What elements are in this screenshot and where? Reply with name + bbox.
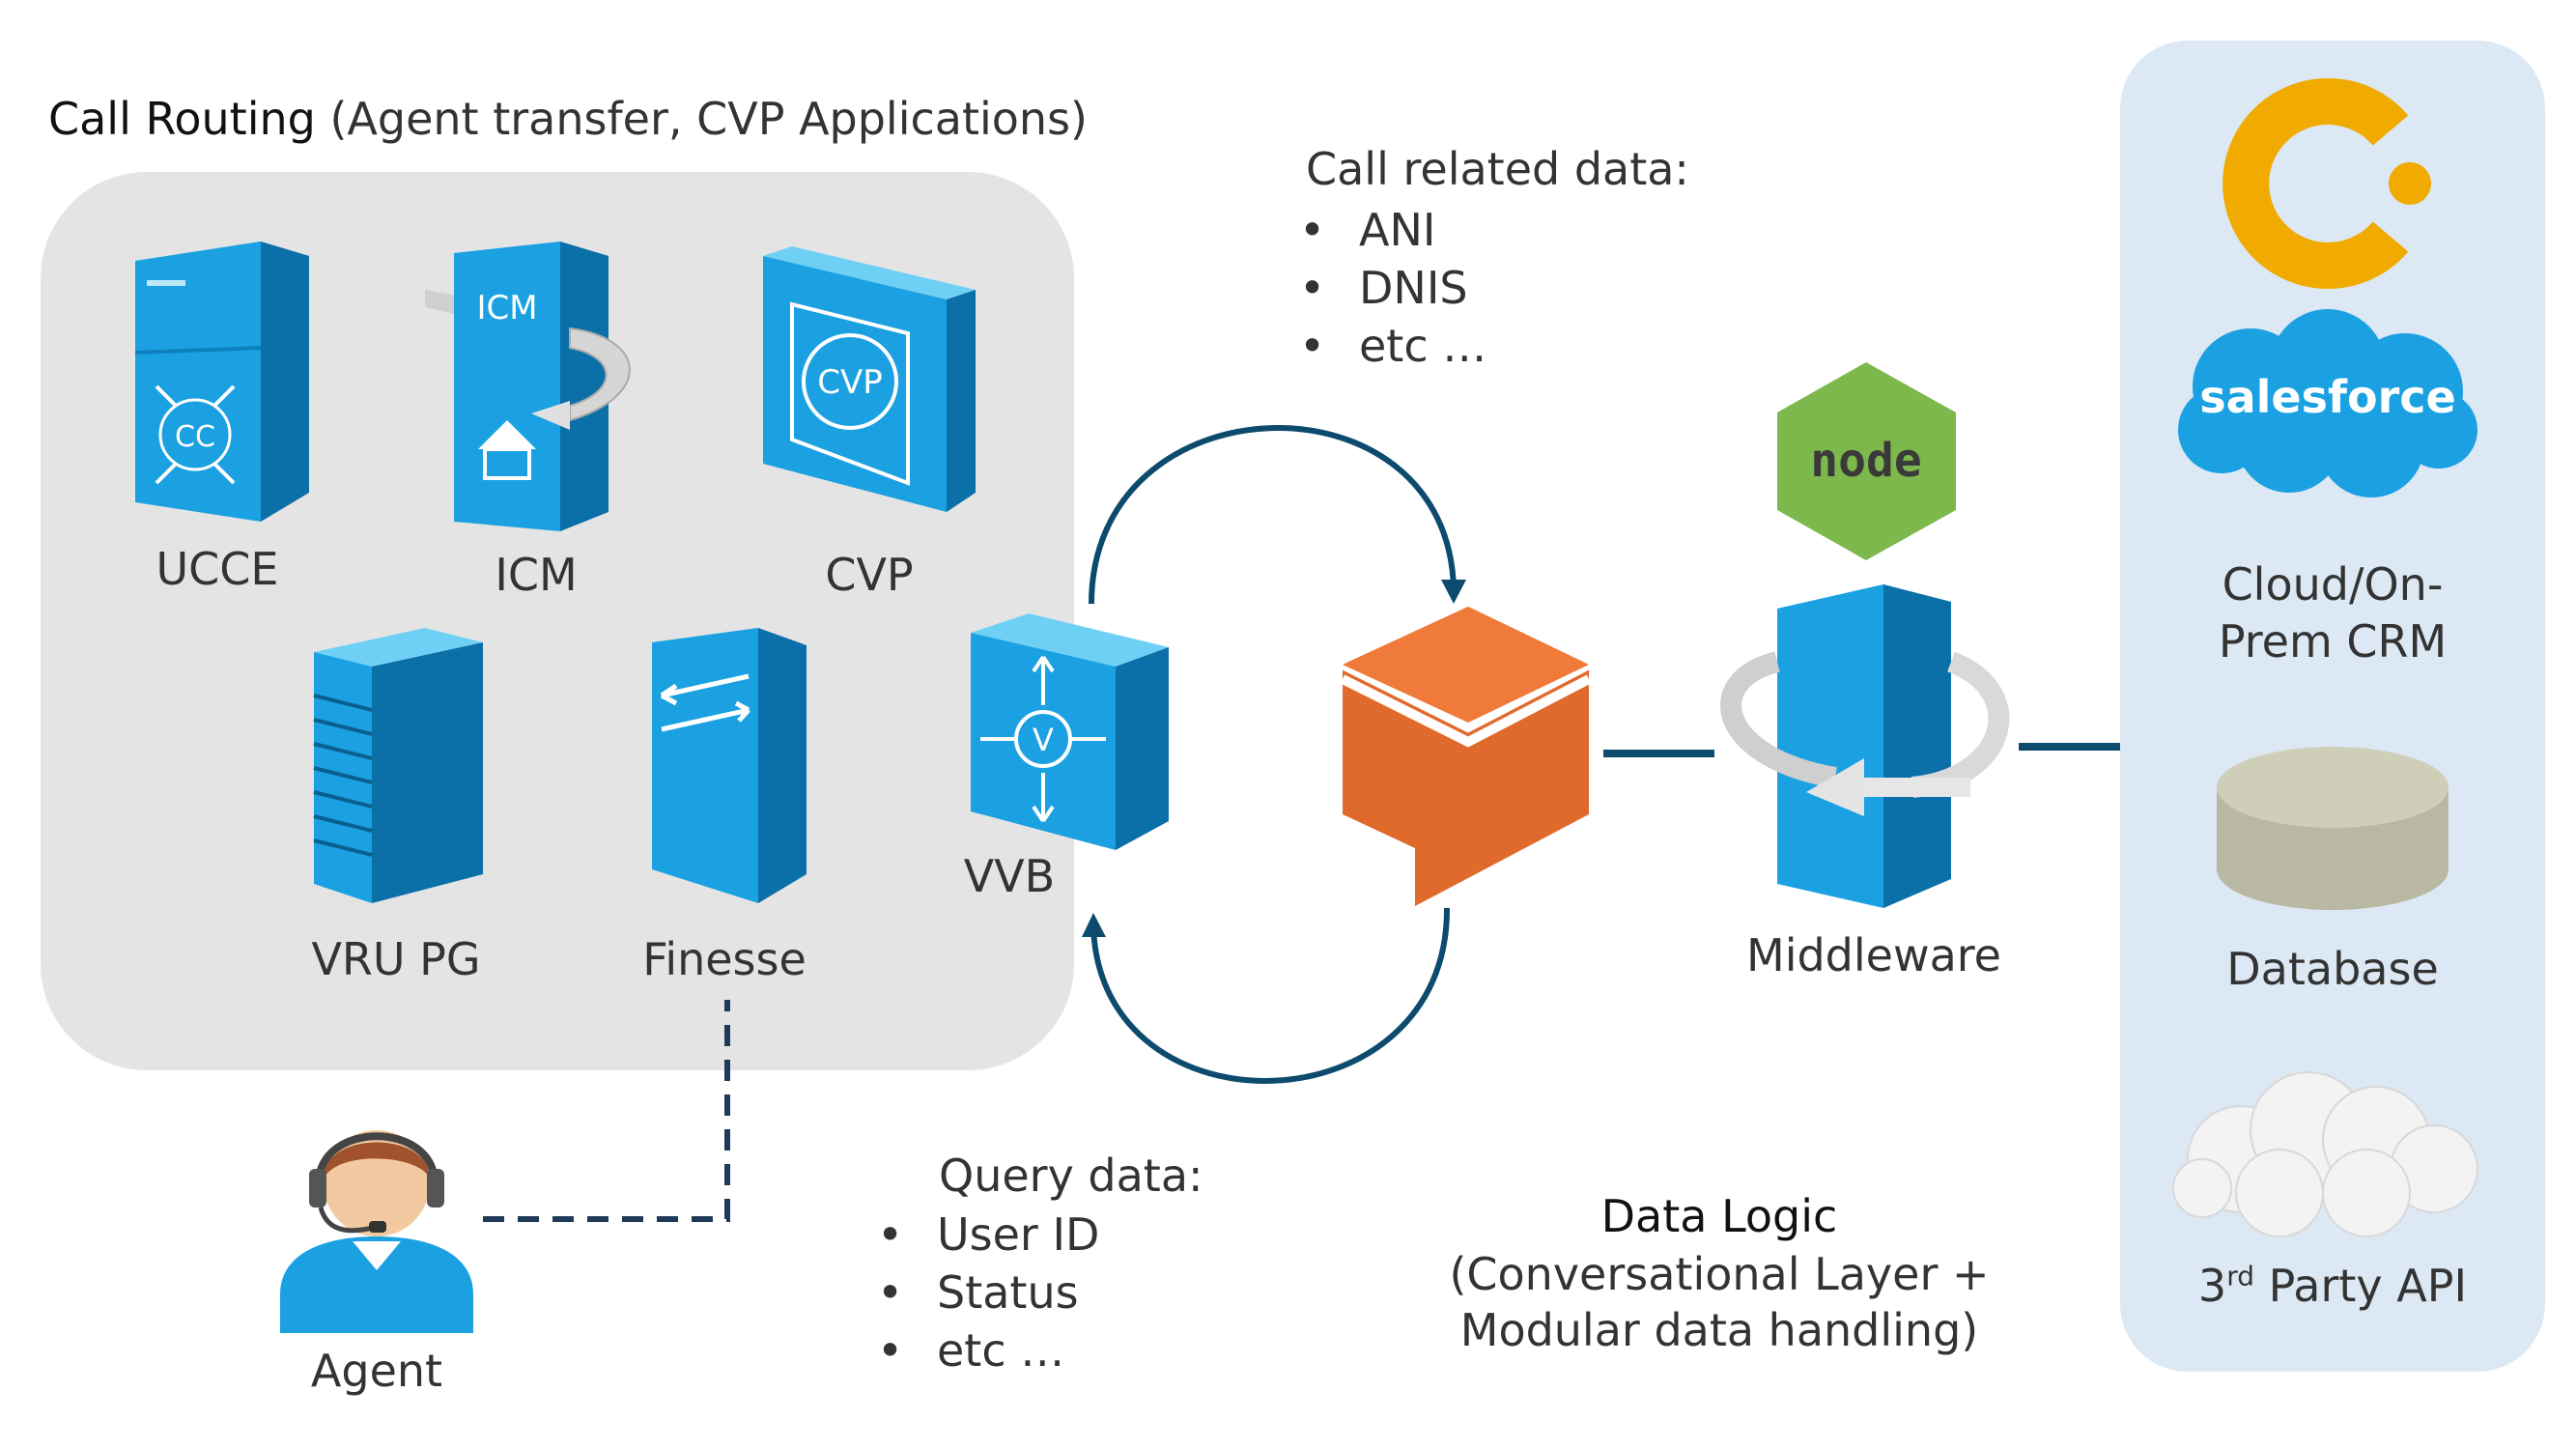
chat-platform-icon — [1340, 607, 1592, 906]
icm-label: ICM — [495, 549, 578, 601]
list-item: etc … — [877, 1321, 1099, 1379]
query-data-heading: Query data: — [939, 1150, 1203, 1202]
middleware-server-icon — [1720, 584, 2010, 908]
finesse-label: Finesse — [642, 933, 807, 985]
salesforce-icon-label: salesforce — [2199, 371, 2456, 423]
cvp-icon-label: CVP — [817, 363, 883, 402]
crm-label-line-2: Prem CRM — [2218, 615, 2448, 668]
ucce-label: UCCE — [156, 543, 279, 595]
list-item: etc … — [1299, 317, 1486, 375]
call-routing-title: Call Routing (Agent transfer, CVP Applic… — [48, 93, 1088, 145]
cvp-server-icon: CVP — [763, 246, 976, 512]
api-label: 3rd Party API — [2197, 1260, 2468, 1312]
connector-line — [1603, 750, 1714, 757]
call-related-list: ANI DNIS etc … — [1299, 201, 1486, 375]
vvb-label: VVB — [963, 850, 1056, 902]
list-item: ANI — [1299, 201, 1486, 259]
ucce-icon-label: CC — [175, 420, 215, 454]
call-related-heading: Call related data: — [1306, 143, 1689, 195]
list-item: DNIS — [1299, 259, 1486, 317]
call-data-flow-arrow — [1082, 425, 1466, 1084]
cvp-label: CVP — [825, 549, 914, 601]
vvb-icon-label: V — [1033, 722, 1054, 758]
nodejs-icon: node — [1777, 362, 1956, 560]
ucce-server-icon: CC — [134, 242, 309, 522]
database-icon — [2217, 747, 2449, 910]
list-item: Status — [877, 1264, 1099, 1321]
agent-label: Agent — [310, 1345, 443, 1397]
middleware-label: Middleware — [1746, 929, 2001, 981]
agent-headset-icon — [280, 1130, 473, 1333]
data-logic-line-2: Modular data handling) — [1459, 1304, 1979, 1356]
icm-server-icon: ICM — [425, 242, 631, 531]
crm-label-line-1: Cloud/On- — [2222, 558, 2444, 611]
cloud-icon — [2172, 1071, 2478, 1237]
data-logic-title: Data Logic — [1600, 1190, 1838, 1242]
vru-pg-label: VRU PG — [311, 933, 481, 985]
call-routing-title-main: Call Routing — [48, 93, 316, 145]
finesse-server-icon — [652, 628, 807, 903]
query-data-list: User ID Status etc … — [877, 1206, 1099, 1379]
agent-finesse-dashed-link — [483, 1000, 730, 1222]
c-logo-icon — [2222, 78, 2431, 289]
salesforce-icon: salesforce — [2178, 309, 2477, 497]
vru-pg-server-icon — [313, 628, 483, 903]
call-routing-title-sub: (Agent transfer, CVP Applications) — [329, 93, 1088, 145]
vvb-server-icon: V — [971, 613, 1169, 850]
list-item: User ID — [877, 1206, 1099, 1264]
icm-icon-label: ICM — [476, 289, 537, 327]
database-label: Database — [2226, 943, 2439, 995]
nodejs-icon-label: node — [1810, 434, 1922, 488]
connector-line — [2019, 743, 2120, 751]
data-logic-line-1: (Conversational Layer + — [1449, 1248, 1990, 1300]
